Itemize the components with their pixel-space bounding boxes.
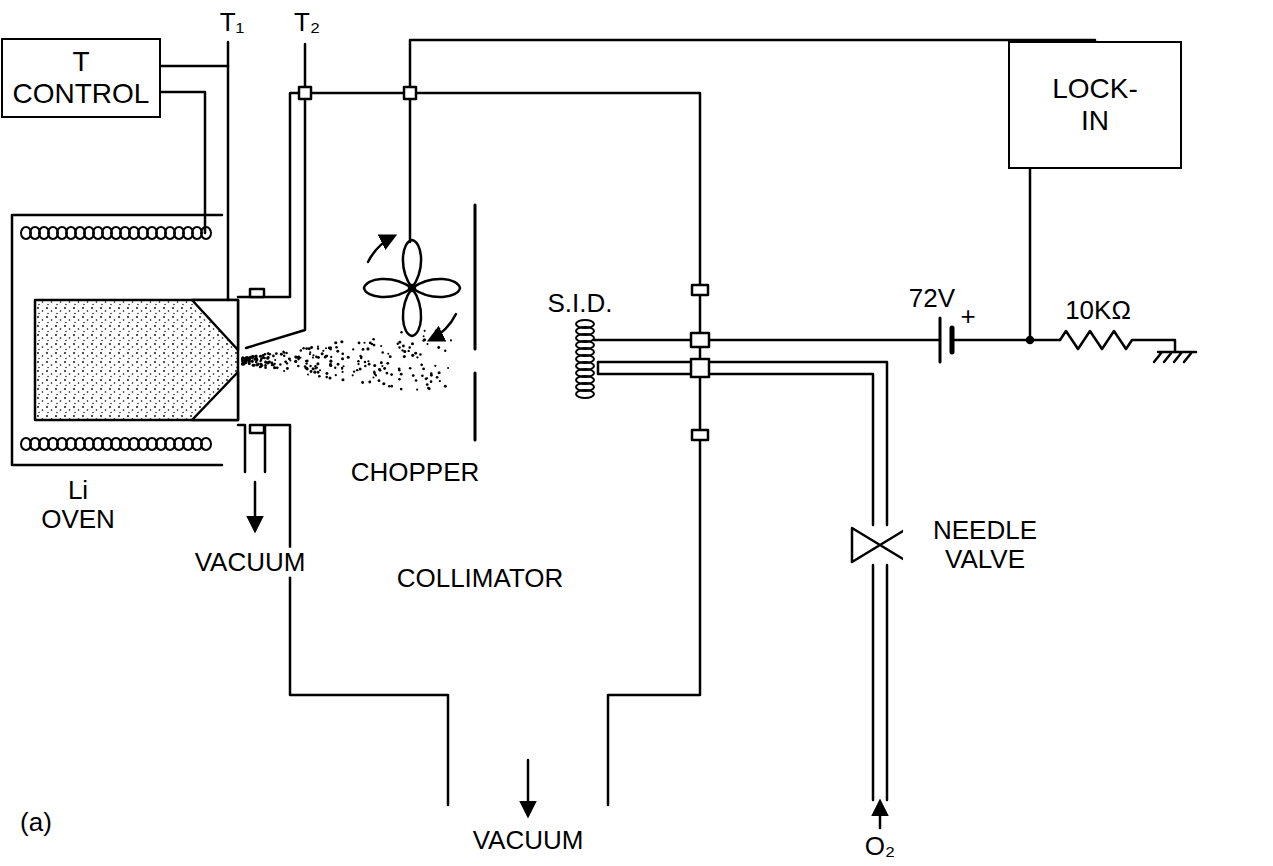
rotation-arrow (430, 314, 456, 340)
junction (1027, 337, 1033, 343)
resistor-symbol (1060, 331, 1175, 352)
thermocouple-label: T₁ (218, 8, 247, 37)
flow-arrow (879, 802, 882, 828)
lock-in-box: LOCK-IN (1008, 41, 1182, 169)
controller-box: T CONTROL (1, 38, 162, 118)
gas-pipe (598, 362, 887, 800)
vacuum-chamber (238, 425, 245, 472)
lithium-cell (35, 300, 238, 420)
sid-coil (576, 320, 594, 398)
pump-arrow (254, 482, 257, 530)
flange (692, 285, 708, 295)
feedthrough (404, 87, 416, 99)
figure-label: (a) (18, 808, 54, 837)
collimator (474, 205, 477, 440)
box-label: T CONTROL (13, 46, 150, 110)
atomic-beam (241, 327, 452, 390)
wire (1029, 169, 1032, 340)
valve-label: NEEDLE VALVE (903, 516, 1067, 573)
thermocouple-wire (227, 42, 230, 300)
flange (250, 289, 264, 297)
thermocouple-label: T₂ (292, 8, 322, 37)
collimator-label: COLLIMATOR (395, 564, 566, 593)
wire (952, 339, 1060, 342)
vacuum-label: VACUUM (471, 826, 586, 855)
pump-arrow (527, 760, 530, 815)
gas-label: O₂ (863, 832, 897, 861)
chopper-wire (410, 40, 1095, 242)
wire (594, 339, 940, 342)
ground-symbol (1154, 352, 1196, 362)
nozzle (192, 372, 238, 420)
detector-label: S.I.D. (545, 289, 614, 318)
feedthrough (299, 87, 311, 99)
vacuum-label: VACUUM (193, 548, 308, 577)
battery-symbol (939, 318, 942, 362)
thermocouple-wire (246, 44, 305, 348)
vacuum-chamber (238, 93, 700, 805)
flange (692, 430, 708, 440)
nozzle (192, 300, 238, 350)
flange (250, 425, 264, 433)
chopper-wheel (364, 240, 460, 336)
resistance-label: 10KΩ (1063, 296, 1133, 325)
rotation-arrow (368, 236, 394, 262)
feedthrough (691, 359, 709, 377)
oven-label: Li OVEN (26, 476, 130, 533)
feedthrough (691, 333, 709, 347)
chopper-label: CHOPPER (349, 458, 482, 487)
box-label: LOCK-IN (1052, 73, 1138, 137)
voltage-label: 72V (907, 284, 957, 313)
needle-valve (852, 528, 908, 562)
polarity-sign: + (958, 302, 977, 331)
heater-coil (21, 227, 211, 450)
